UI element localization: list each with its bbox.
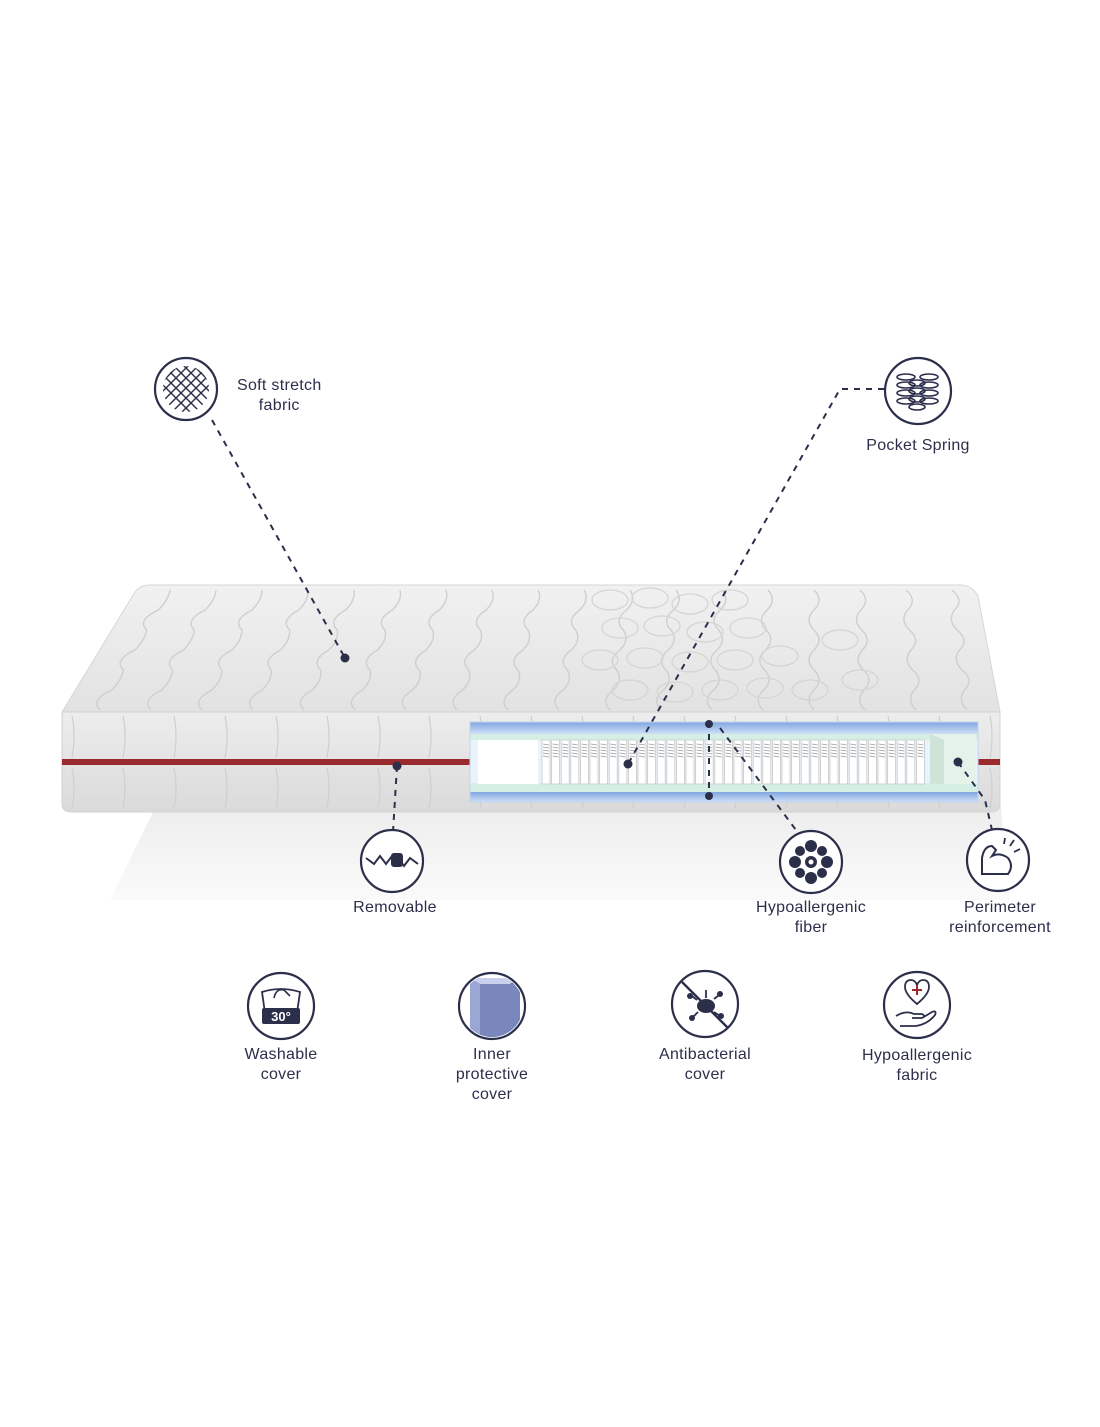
dot-zipper: [392, 761, 402, 771]
inner-cover-icon: [457, 971, 527, 1041]
wash-30-icon: 30°: [246, 971, 316, 1041]
label-removable: Removable: [353, 899, 437, 916]
dot-fabric: [340, 653, 350, 663]
fiber-icon: [778, 829, 844, 895]
leader-perimeter-reinforcement: [957, 761, 993, 831]
dot-fiber-top: [705, 720, 713, 728]
pocket-spring-icon: [883, 356, 953, 426]
leader-soft-stretch-fabric: [211, 419, 346, 659]
antibacterial-icon: [670, 969, 740, 1039]
dot-perimeter: [953, 757, 963, 767]
leader-dots: [340, 653, 963, 800]
leader-hypoallergenic-fiber: [719, 727, 797, 831]
dot-spring: [623, 759, 633, 769]
dot-fiber-bottom: [705, 792, 713, 800]
leader-pocket-spring: [627, 388, 884, 765]
heart-hand-icon: [882, 970, 952, 1040]
arm-muscle-icon: [965, 827, 1031, 893]
wash-badge: 30°: [271, 1009, 291, 1024]
fabric-weave-icon: [153, 356, 219, 422]
leader-lines: [211, 388, 993, 833]
zipper-icon: [359, 828, 425, 894]
floor-shadow: [110, 798, 1010, 900]
mattress-cutaway: [469, 721, 979, 803]
label-pocket-spring: Pocket Spring: [866, 437, 970, 454]
